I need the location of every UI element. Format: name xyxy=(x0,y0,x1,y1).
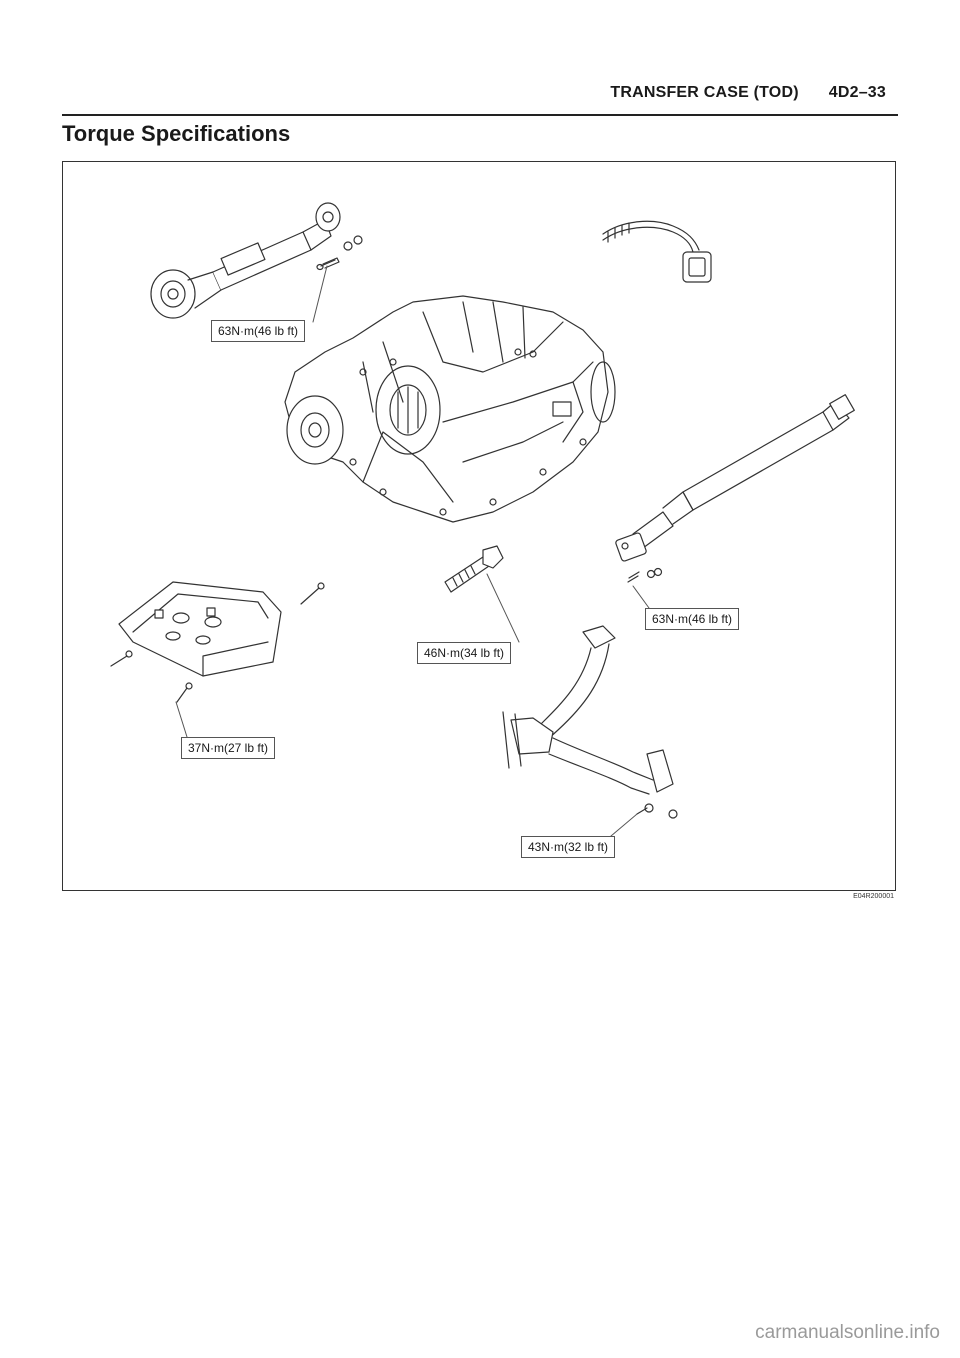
skid-plate-bracket xyxy=(110,581,325,703)
header-rule xyxy=(62,114,898,116)
figure-code: E04R200001 xyxy=(853,893,894,900)
rear-propeller-shaft xyxy=(150,202,363,319)
torque-callout-skid-plate: 37N·m(27 lb ft) xyxy=(181,737,276,759)
exploded-view-illustration xyxy=(110,202,855,837)
torque-callout-front-shaft: 63N·m(46 lb ft) xyxy=(645,608,740,630)
page-header: TRANSFER CASE (TOD) 4D2–33 xyxy=(610,84,886,102)
torque-callout-mounting-bolt: 46N·m(34 lb ft) xyxy=(417,642,512,664)
torque-callout-rear-shaft: 63N·m(46 lb ft) xyxy=(211,320,306,342)
transfer-case-assembly xyxy=(284,295,616,523)
front-propeller-shaft xyxy=(615,394,855,583)
wiring-harness xyxy=(602,220,712,283)
torque-callout-exhaust-pipe: 43N·m(32 lb ft) xyxy=(521,836,616,858)
mounting-bolt xyxy=(444,545,504,593)
page-title: Torque Specifications xyxy=(62,121,291,146)
figure-frame: 63N·m(46 lb ft) 63N·m(46 lb ft) 46N·m(34… xyxy=(62,161,896,891)
section-title: TRANSFER CASE (TOD) xyxy=(610,84,799,101)
exhaust-front-pipe xyxy=(502,625,678,819)
page-number: 4D2–33 xyxy=(828,84,886,101)
watermark: carmanualsonline.info xyxy=(755,1322,940,1343)
